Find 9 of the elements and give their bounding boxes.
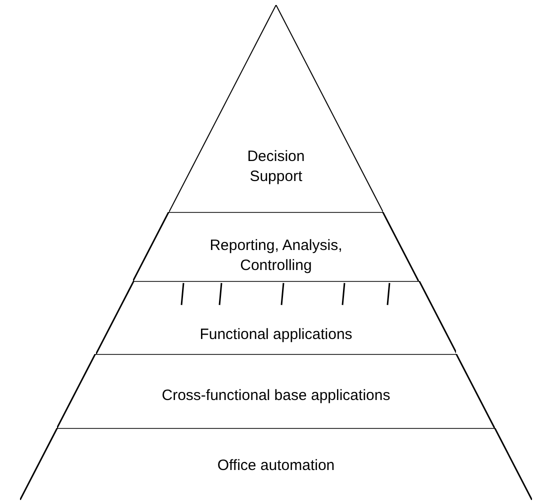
pyramid-tier: [133, 212, 419, 281]
pyramid-tier: [57, 354, 495, 428]
pyramid-tier: [20, 428, 532, 500]
tier-label: Decision Support: [246, 147, 306, 187]
tier-label: Reporting, Analysis, Controlling: [208, 236, 344, 276]
tier-label: Office automation: [217, 456, 335, 476]
tier-label: Functional applications: [200, 325, 352, 345]
tier-label: Cross-functional base applications: [162, 386, 390, 406]
pyramid-tier: [96, 281, 456, 354]
